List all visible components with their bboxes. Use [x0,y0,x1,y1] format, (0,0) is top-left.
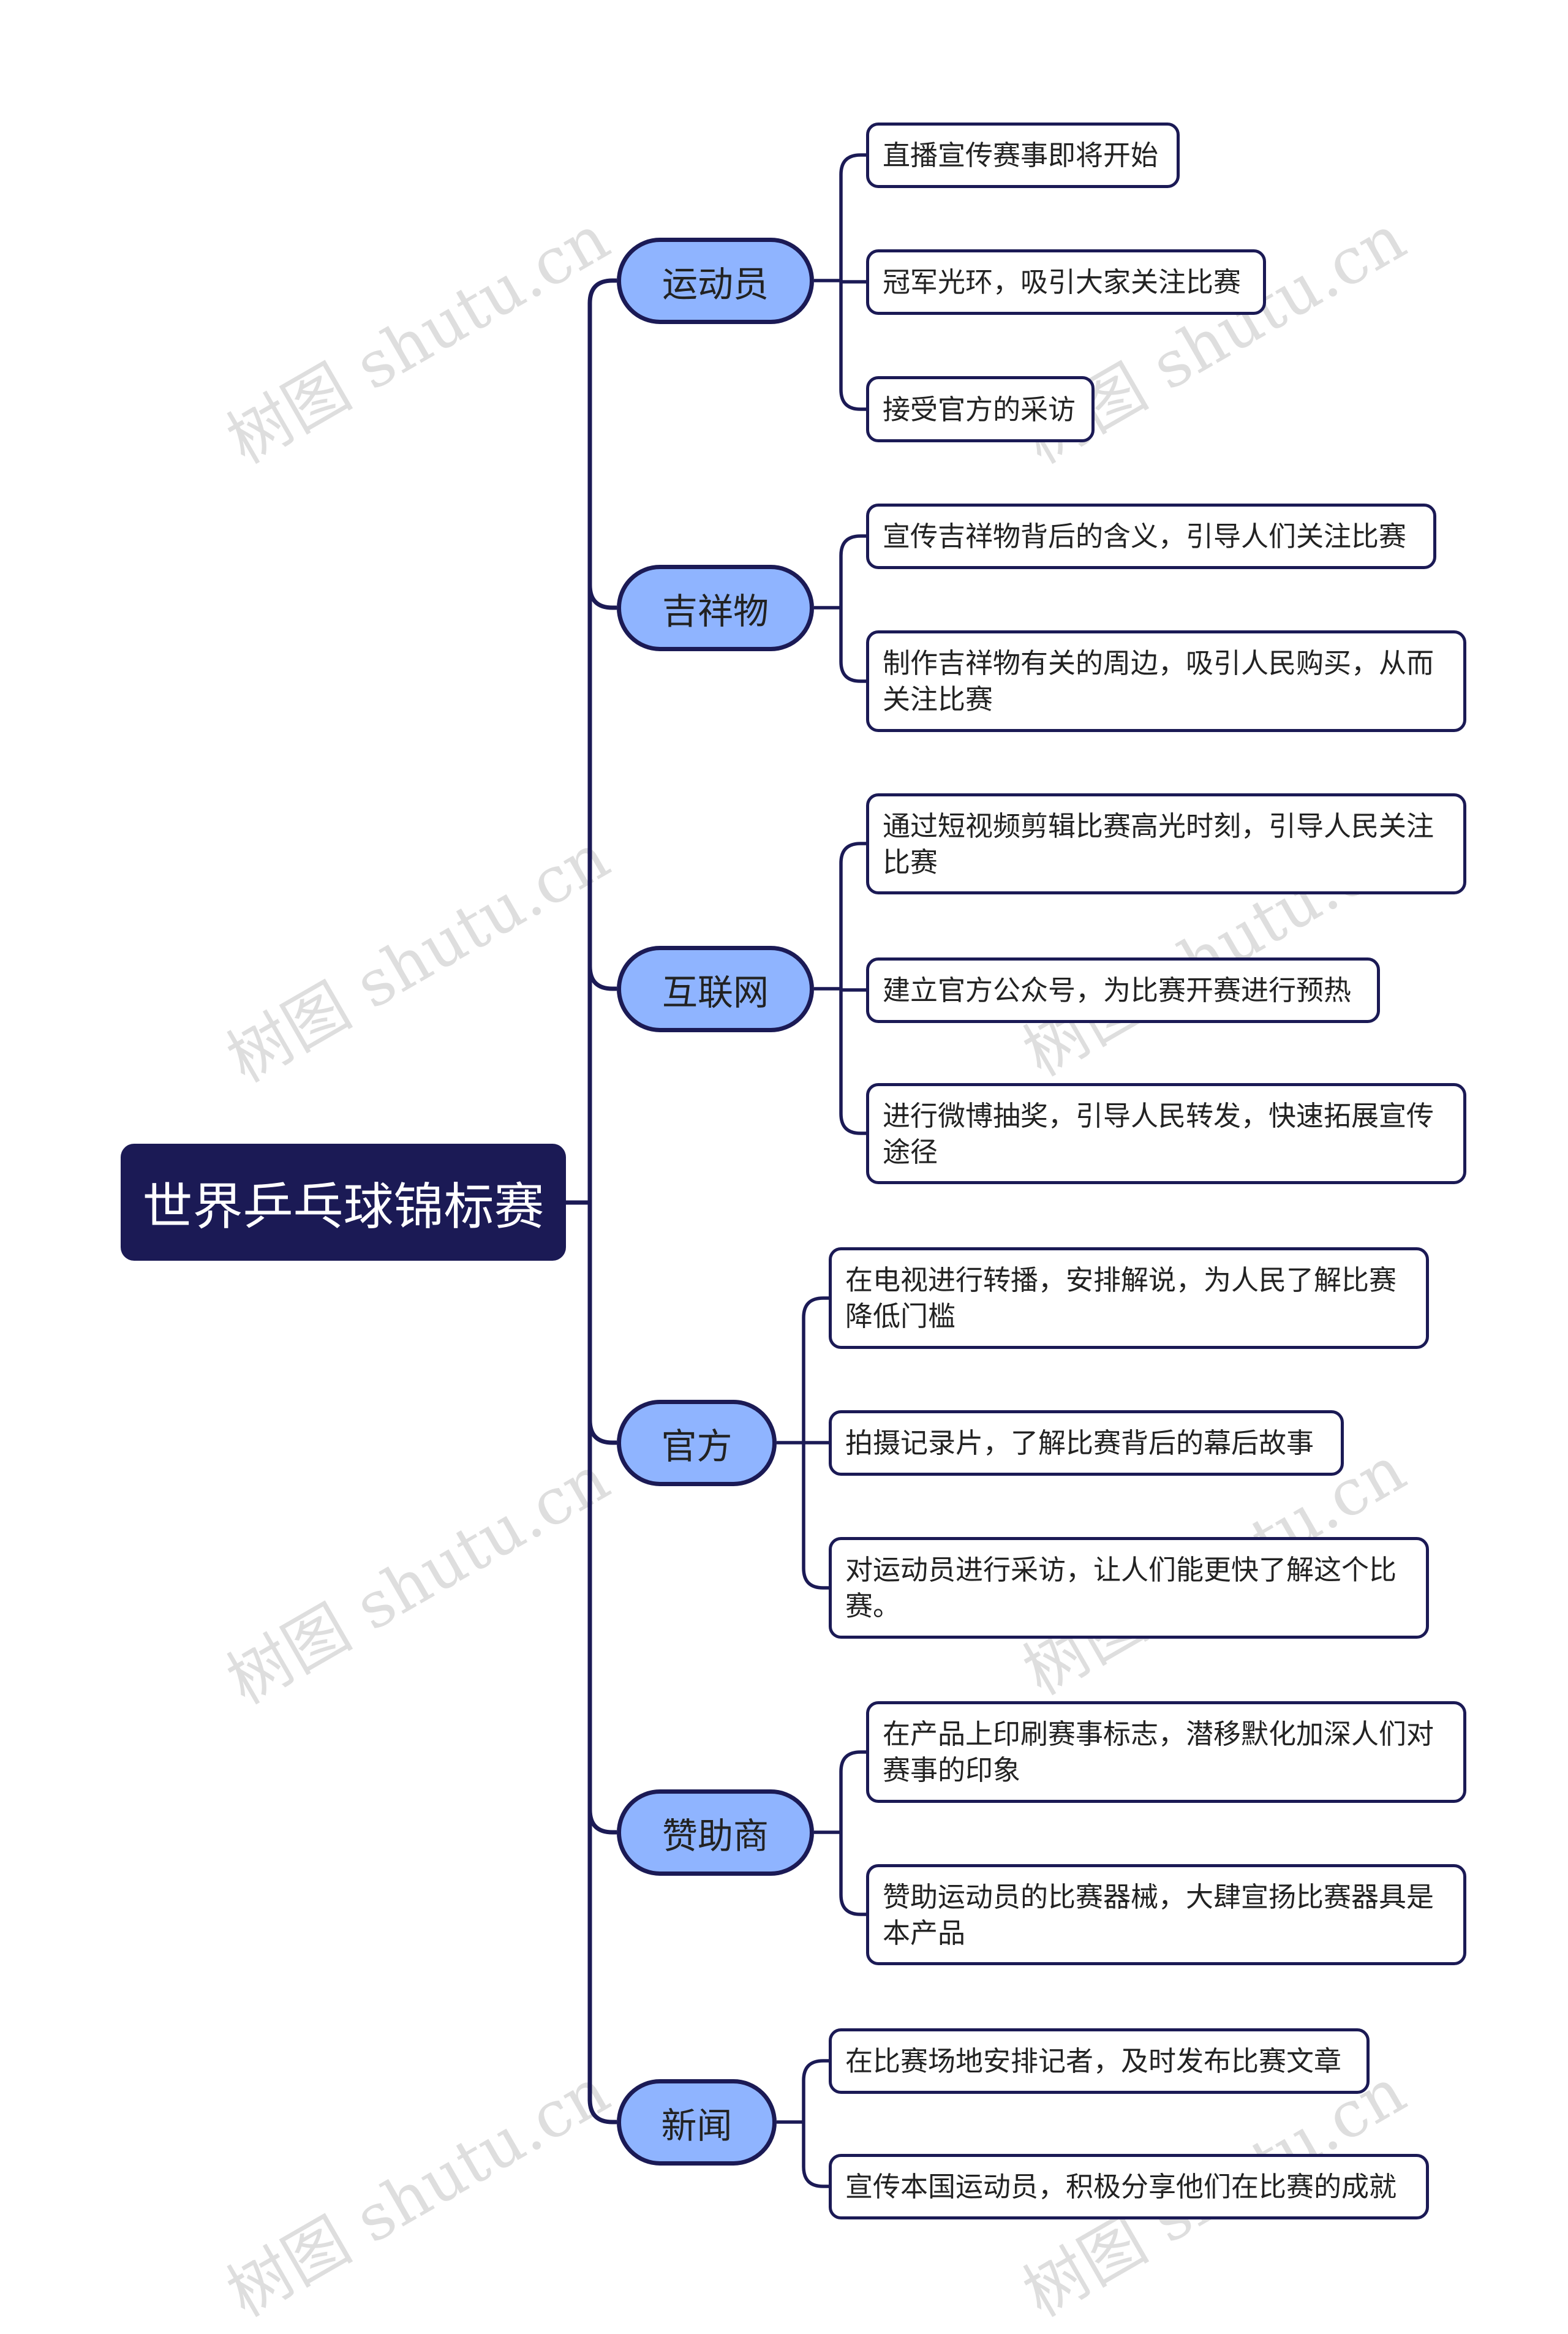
branch-label: 吉祥物 [662,590,769,632]
leaf-connector [814,842,866,1135]
leaf-node[interactable]: 宣传吉祥物背后的含义，引导人们关注比赛 [866,504,1436,569]
leaf-node[interactable]: 冠军光环，吸引大家关注比赛 [866,249,1266,315]
leaf-node[interactable]: 通过短视频剪辑比赛高光时刻，引导人民关注比赛 [866,793,1466,894]
leaf-connector [814,534,866,683]
leaf-node[interactable]: 在产品上印刷赛事标志，潜移默化加深人们对赛事的印象 [866,1701,1466,1803]
leaf-connector [814,153,866,411]
leaf-node[interactable]: 拍摄记录片，了解比赛背后的幕后故事 [829,1410,1344,1476]
leaf-connector [777,2059,829,2188]
leaf-node[interactable]: 接受官方的采访 [866,376,1095,442]
leaf-node[interactable]: 在电视进行转播，安排解说，为人民了解比赛降低门槛 [829,1247,1429,1349]
leaf-text: 对运动员进行采访，让人们能更快了解这个比赛。 [845,1554,1397,1622]
branch-label: 新闻 [661,2104,733,2147]
leaf-node[interactable]: 直播宣传赛事即将开始 [866,123,1180,188]
leaf-text: 冠军光环，吸引大家关注比赛 [883,266,1242,298]
root-topic[interactable]: 世界乒乓球锦标赛 [121,1144,566,1261]
leaf-node[interactable]: 赞助运动员的比赛器械，大肆宣扬比赛器具是本产品 [866,1864,1466,1965]
leaf-text: 拍摄记录片，了解比赛背后的幕后故事 [845,1427,1314,1459]
leaf-text: 在产品上印刷赛事标志，潜移默化加深人们对赛事的印象 [883,1718,1434,1786]
leaf-text: 在比赛场地安排记者，及时发布比赛文章 [845,2045,1342,2077]
branch-label: 互联网 [662,971,769,1013]
branch-node[interactable]: 新闻 [617,2079,777,2166]
branch-node[interactable]: 吉祥物 [617,565,814,651]
branch-connector [587,1419,617,1445]
branch-label: 运动员 [662,263,769,305]
branch-connector [587,1809,617,1835]
branch-label: 赞助商 [662,1815,769,1857]
leaf-text: 在电视进行转播，安排解说，为人民了解比赛降低门槛 [845,1264,1397,1332]
leaf-node[interactable]: 宣传本国运动员，积极分享他们在比赛的成就 [829,2154,1429,2219]
leaf-node[interactable]: 建立官方公众号，为比赛开赛进行预热 [866,957,1380,1023]
leaf-node[interactable]: 进行微博抽奖，引导人民转发，快速拓展宣传途径 [866,1083,1466,1184]
branch-node[interactable]: 运动员 [617,238,814,324]
branch-node[interactable]: 赞助商 [617,1789,814,1876]
leaf-text: 制作吉祥物有关的周边，吸引人民购买，从而关注比赛 [883,647,1434,716]
leaf-text: 直播宣传赛事即将开始 [883,139,1159,172]
branch-connector [587,965,617,991]
leaf-text: 赞助运动员的比赛器械，大肆宣扬比赛器具是本产品 [883,1880,1434,1949]
leaf-connector [777,1296,829,1590]
leaf-connector [814,1750,866,1916]
leaf-text: 进行微博抽奖，引导人民转发，快速拓展宣传途径 [883,1099,1434,1168]
leaf-node[interactable]: 制作吉祥物有关的周边，吸引人民购买，从而关注比赛 [866,630,1466,732]
leaf-node[interactable]: 对运动员进行采访，让人们能更快了解这个比赛。 [829,1537,1429,1639]
leaf-text: 通过短视频剪辑比赛高光时刻，引导人民关注比赛 [883,809,1434,878]
branch-connector [587,584,617,610]
branch-node[interactable]: 官方 [617,1400,777,1486]
leaf-node[interactable]: 在比赛场地安排记者，及时发布比赛文章 [829,2028,1370,2094]
root-title: 世界乒乓球锦标赛 [142,1178,545,1236]
leaf-text: 建立官方公众号，为比赛开赛进行预热 [883,974,1352,1006]
branch-node[interactable]: 互联网 [617,946,814,1032]
trunk-line [587,278,617,2124]
leaf-text: 宣传吉祥物背后的含义，引导人们关注比赛 [883,520,1407,553]
leaf-text: 接受官方的采访 [883,393,1076,426]
leaf-text: 宣传本国运动员，积极分享他们在比赛的成就 [845,2170,1397,2203]
branch-label: 官方 [661,1425,733,1467]
